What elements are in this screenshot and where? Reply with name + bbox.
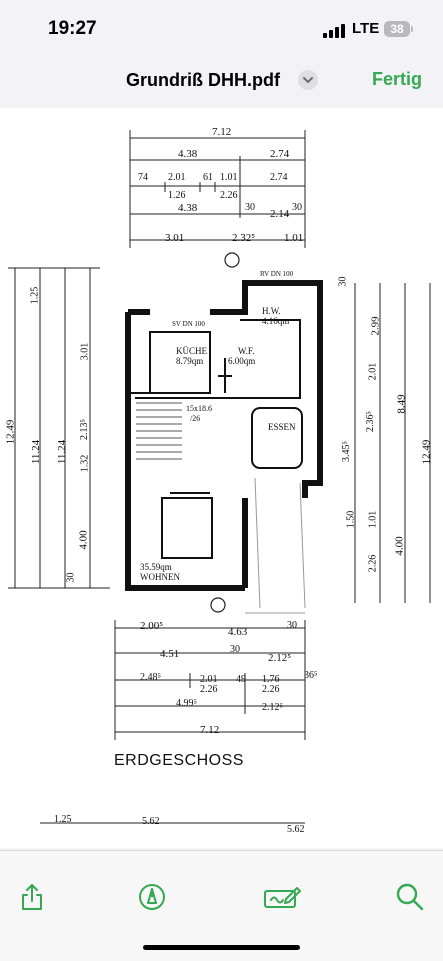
dim-top-2: 4.38 <box>178 148 198 160</box>
rv-pipe-label: RV DN 100 <box>260 270 294 278</box>
bottom-toolbar <box>0 850 443 961</box>
dim-top-6: 61 <box>203 172 213 183</box>
room-wohnen-area: 35.59qm <box>140 562 172 572</box>
dim-right-6: 2.36⁵ <box>365 411 376 432</box>
plan-labels: 7.12 4.38 2.74 74 2.01 61 1.01 2.74 1.26… <box>0 108 443 848</box>
share-icon[interactable] <box>16 881 48 913</box>
battery-tip <box>411 26 413 32</box>
dim-bottom-15: 2.12⁵ <box>262 702 283 713</box>
dim-top-12: 30 <box>245 202 255 213</box>
dim-left-9: 30 <box>65 572 77 583</box>
battery-icon: 38 <box>384 21 410 37</box>
room-wf: W.F. <box>238 346 255 356</box>
dim-bottom-1: 2.00⁵ <box>140 620 164 632</box>
room-wf-area: 6.00qm <box>228 356 256 366</box>
dim-bottom-10: 1.76 <box>262 674 280 685</box>
search-icon[interactable] <box>394 881 426 913</box>
dim-bottom-2: 4.63 <box>228 626 248 638</box>
clock: 19:27 <box>48 18 97 39</box>
dim-right-2: 8.49 <box>395 394 408 414</box>
footer-dim-2: 5.62 <box>142 816 160 827</box>
dim-bottom-12: 2.26 <box>200 684 218 695</box>
dim-right-10: 30 <box>337 276 349 287</box>
navigation-bar: Grundriß DHH.pdf Fertig <box>0 60 443 106</box>
dim-top-3: 2.74 <box>270 148 290 160</box>
dim-left-3: 11.24 <box>56 439 69 465</box>
dim-top-16: 2.32⁵ <box>232 232 256 244</box>
dim-bottom-4: 4.51 <box>160 648 180 660</box>
home-indicator[interactable] <box>143 945 300 950</box>
room-essen: ESSEN <box>268 422 296 432</box>
dim-bottom-14: 4.99⁵ <box>176 698 197 709</box>
sv-pipe-label: SV DN 100 <box>172 320 205 328</box>
document-title[interactable]: Grundriß DHH.pdf <box>126 70 280 90</box>
dim-left-2: 11.24 <box>30 439 43 465</box>
room-kueche-area: 8.79qm <box>176 356 204 366</box>
cellular-signal-icon <box>323 24 347 38</box>
dim-top-4: 74 <box>138 172 148 183</box>
dim-right-3: 2.99 <box>369 316 382 336</box>
dim-top-10: 2.26 <box>220 190 238 201</box>
room-hw: H.W. <box>262 306 281 316</box>
floor-label: ERDGESCHOSS <box>114 752 244 769</box>
footer-dim-3: 5.62 <box>287 824 305 835</box>
dim-bottom-7: 2.48⁵ <box>140 672 161 683</box>
done-button[interactable]: Fertig <box>372 69 423 89</box>
dim-bottom-3: 30 <box>287 620 297 631</box>
room-kueche: KÜCHE <box>176 346 207 356</box>
dim-right-7: 2.01 <box>367 362 379 381</box>
dim-top-9: 1.26 <box>168 190 186 201</box>
dim-left-5: 4.00 <box>77 530 90 550</box>
dim-bottom-8: 2.01 <box>200 674 218 685</box>
footer-dim-1: 1.25 <box>54 814 72 825</box>
dim-left-8: 1.32 <box>79 454 91 473</box>
dim-right-4: 4.00 <box>393 536 406 556</box>
dim-right-8: 1.50 <box>345 510 357 529</box>
dim-right-9: 1.01 <box>367 510 379 529</box>
dim-right-5: 3.45⁵ <box>341 441 352 462</box>
dim-left-1: 12.49 <box>4 419 17 445</box>
dim-bottom-9: 49 <box>236 674 246 685</box>
network-type: LTE <box>352 20 380 37</box>
room-hw-area: 4.16qm <box>262 316 290 326</box>
pdf-page[interactable]: 7.12 4.38 2.74 74 2.01 61 1.01 2.74 1.26… <box>0 108 443 848</box>
status-bar: 19:27 LTE 38 <box>0 0 443 60</box>
dim-left-4: 1.25 <box>29 286 41 305</box>
dim-bottom-11: 36⁵ <box>304 670 318 681</box>
stair-label-2: /26 <box>190 414 201 423</box>
dim-left-6: 3.01 <box>79 342 91 361</box>
dim-left-7: 2.13⁵ <box>79 419 90 440</box>
dim-top-14: 30 <box>292 202 302 213</box>
dim-top-8: 2.74 <box>270 172 288 183</box>
dim-top-13: 2.14 <box>270 208 290 220</box>
dim-bottom-16: 7.12 <box>200 724 220 736</box>
dim-top-11: 4.38 <box>178 202 198 214</box>
dim-top-7: 1.01 <box>220 172 238 183</box>
chevron-down-icon[interactable] <box>298 70 318 90</box>
dim-bottom-6: 2.12⁵ <box>268 652 292 664</box>
dim-top-15: 3.01 <box>165 232 185 244</box>
signature-icon[interactable] <box>262 881 302 913</box>
dim-bottom-5: 30 <box>230 644 240 655</box>
dim-top-17: 1.01 <box>284 232 304 244</box>
stair-label: 15x18.6 <box>186 404 212 413</box>
dim-right-1: 12.49 <box>420 439 433 465</box>
battery-level: 38 <box>390 22 404 36</box>
dim-top-5: 2.01 <box>168 172 186 183</box>
dim-right-11: 2.26 <box>367 554 379 573</box>
room-wohnen: WOHNEN <box>140 572 180 582</box>
markup-icon[interactable] <box>136 881 168 913</box>
floor-plan-drawing <box>8 130 431 824</box>
dim-top-total: 7.12 <box>212 126 232 138</box>
dim-bottom-13: 2.26 <box>262 684 280 695</box>
